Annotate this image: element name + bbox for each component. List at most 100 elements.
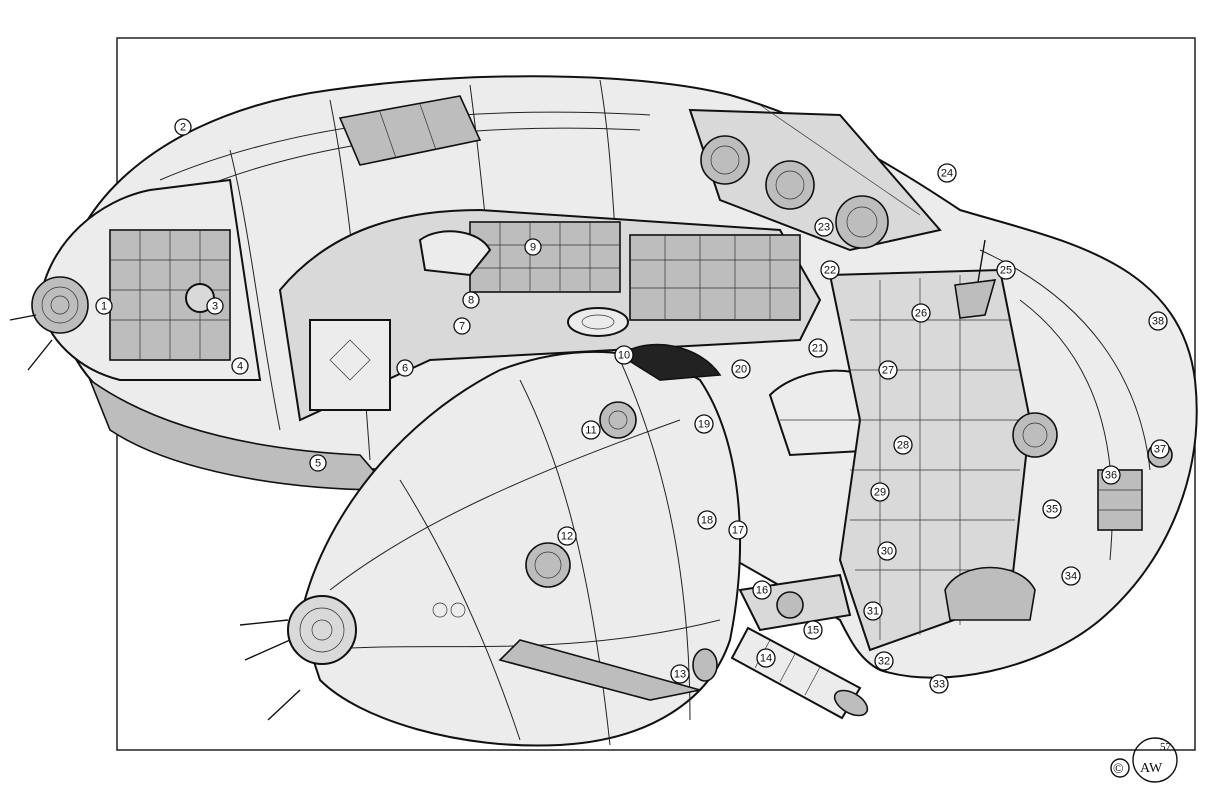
callout-1: 1 — [95, 297, 113, 315]
callout-circle — [396, 359, 414, 377]
rear-nose-dome — [9, 178, 262, 381]
callout-11: 11 — [581, 420, 601, 440]
callout-28: 28 — [893, 435, 913, 455]
callout-circle — [874, 651, 894, 671]
callout-circle — [453, 317, 471, 335]
callout-number: 35 — [1046, 504, 1058, 516]
callout-number: 18 — [701, 515, 713, 527]
callout-number: 27 — [882, 365, 894, 377]
callout-circle — [697, 510, 717, 530]
signature-year: 57 — [1160, 741, 1172, 753]
artist-signature: © AW 57 — [1110, 737, 1178, 783]
artist-initials: AW — [1140, 761, 1163, 776]
callout-number: 16 — [756, 585, 768, 597]
callout-33: 33 — [929, 674, 949, 694]
callout-13: 13 — [670, 664, 690, 684]
callout-circle — [231, 357, 249, 375]
callout-12: 12 — [557, 526, 577, 546]
callout-circle — [206, 297, 224, 315]
callout-number: 14 — [760, 653, 772, 665]
callout-8: 8 — [462, 291, 480, 309]
callout-31: 31 — [863, 601, 883, 621]
callout-number: 10 — [618, 350, 630, 362]
callout-circle — [614, 345, 634, 365]
callout-number: 21 — [812, 343, 824, 355]
callout-number: 28 — [897, 440, 909, 452]
callout-10: 10 — [614, 345, 634, 365]
callout-circle — [911, 303, 931, 323]
callout-circle — [752, 580, 772, 600]
callout-circle — [1148, 311, 1168, 331]
front-capsule — [239, 343, 741, 747]
callout-number: 32 — [878, 656, 890, 668]
callout-24: 24 — [937, 163, 957, 183]
callout-circle — [808, 338, 828, 358]
callout-30: 30 — [877, 541, 897, 561]
callout-number: 4 — [237, 361, 243, 373]
callout-number: 20 — [735, 364, 747, 376]
callout-circle — [462, 291, 480, 309]
callout-circle — [929, 674, 949, 694]
callout-7: 7 — [453, 317, 471, 335]
callout-number: 29 — [874, 487, 886, 499]
callout-2: 2 — [174, 118, 192, 136]
callout-circle — [1042, 499, 1062, 519]
callout-38: 38 — [1148, 311, 1168, 331]
callout-number: 38 — [1152, 316, 1164, 328]
callout-number: 8 — [468, 295, 474, 307]
callout-36: 36 — [1101, 465, 1121, 485]
callout-35: 35 — [1042, 499, 1062, 519]
callout-25: 25 — [996, 260, 1016, 280]
callout-circle — [1101, 465, 1121, 485]
callout-circle — [756, 648, 776, 668]
callout-20: 20 — [731, 359, 751, 379]
callout-circle — [524, 238, 542, 256]
callout-5: 5 — [309, 454, 327, 472]
callout-circle — [877, 541, 897, 561]
callout-circle — [1150, 439, 1170, 459]
callout-circle — [670, 664, 690, 684]
callout-number: 5 — [315, 458, 321, 470]
callout-21: 21 — [808, 338, 828, 358]
callout-number: 12 — [561, 531, 573, 543]
callout-number: 13 — [674, 669, 686, 681]
callout-circle — [95, 297, 113, 315]
callout-number: 26 — [915, 308, 927, 320]
callout-18: 18 — [697, 510, 717, 530]
callout-number: 17 — [732, 525, 744, 537]
callout-16: 16 — [752, 580, 772, 600]
callout-32: 32 — [874, 651, 894, 671]
callout-number: 9 — [530, 242, 536, 254]
callout-number: 30 — [881, 546, 893, 558]
callout-number: 23 — [818, 222, 830, 234]
callout-17: 17 — [728, 520, 748, 540]
callout-number: 6 — [402, 363, 408, 375]
callout-4: 4 — [231, 357, 249, 375]
callout-number: 24 — [941, 168, 953, 180]
callout-circle — [814, 217, 834, 237]
callout-circle — [728, 520, 748, 540]
callout-27: 27 — [878, 360, 898, 380]
callout-markers: 1234567891011121314151617181920212223242… — [95, 118, 1170, 694]
callout-circle — [937, 163, 957, 183]
callout-37: 37 — [1150, 439, 1170, 459]
callout-circle — [803, 620, 823, 640]
callout-23: 23 — [814, 217, 834, 237]
callout-number: 31 — [867, 606, 879, 618]
copyright-symbol: © — [1113, 762, 1124, 777]
callout-circle — [174, 118, 192, 136]
callout-15: 15 — [803, 620, 823, 640]
callout-29: 29 — [870, 482, 890, 502]
callout-number: 19 — [698, 419, 710, 431]
callout-number: 37 — [1154, 444, 1166, 456]
callout-3: 3 — [206, 297, 224, 315]
callout-9: 9 — [524, 238, 542, 256]
callout-number: 33 — [933, 679, 945, 691]
callout-circle — [893, 435, 913, 455]
interior-cutaway — [278, 208, 892, 457]
callout-number: 11 — [585, 425, 596, 437]
callout-34: 34 — [1061, 566, 1081, 586]
callout-number: 22 — [824, 265, 836, 277]
callout-number: 3 — [212, 301, 218, 313]
